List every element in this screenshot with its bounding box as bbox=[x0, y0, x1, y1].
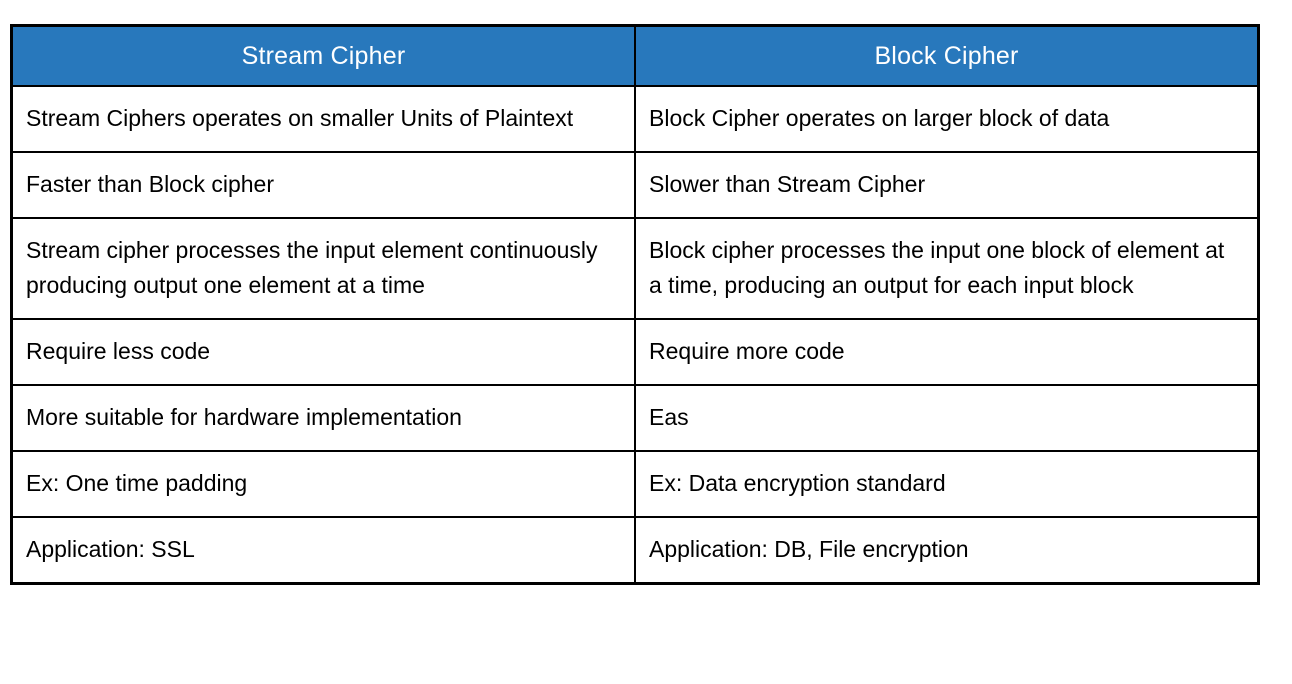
table-row: Require less code Require more code bbox=[10, 318, 1260, 386]
table-row: Ex: One time padding Ex: Data encryption… bbox=[10, 450, 1260, 518]
column-header-block-cipher: Block Cipher bbox=[634, 24, 1260, 87]
stream-cipher-cell: Stream Ciphers operates on smaller Units… bbox=[10, 85, 636, 153]
table-row: Stream cipher processes the input elemen… bbox=[10, 217, 1260, 320]
stream-cipher-cell: Require less code bbox=[10, 318, 636, 386]
header-row: Stream Cipher Block Cipher bbox=[10, 24, 1260, 87]
stream-cipher-cell: Ex: One time padding bbox=[10, 450, 636, 518]
block-cipher-cell: Application: DB, File encryption bbox=[634, 516, 1260, 585]
block-cipher-cell: Eas bbox=[634, 384, 1260, 452]
stream-cipher-cell: Application: SSL bbox=[10, 516, 636, 585]
block-cipher-cell: Require more code bbox=[634, 318, 1260, 386]
cipher-comparison-table: Stream Cipher Block Cipher Stream Cipher… bbox=[10, 24, 1260, 585]
block-cipher-cell: Block cipher processes the input one blo… bbox=[634, 217, 1260, 320]
table-body: Stream Ciphers operates on smaller Units… bbox=[10, 85, 1260, 585]
stream-cipher-cell: Faster than Block cipher bbox=[10, 151, 636, 219]
table-row: Application: SSL Application: DB, File e… bbox=[10, 516, 1260, 585]
block-cipher-cell: Block Cipher operates on larger block of… bbox=[634, 85, 1260, 153]
block-cipher-cell: Slower than Stream Cipher bbox=[634, 151, 1260, 219]
stream-cipher-cell: Stream cipher processes the input elemen… bbox=[10, 217, 636, 320]
stream-cipher-cell: More suitable for hardware implementatio… bbox=[10, 384, 636, 452]
table-row: Faster than Block cipher Slower than Str… bbox=[10, 151, 1260, 219]
table-row: Stream Ciphers operates on smaller Units… bbox=[10, 85, 1260, 153]
column-header-stream-cipher: Stream Cipher bbox=[10, 24, 636, 87]
block-cipher-cell: Ex: Data encryption standard bbox=[634, 450, 1260, 518]
table-row: More suitable for hardware implementatio… bbox=[10, 384, 1260, 452]
